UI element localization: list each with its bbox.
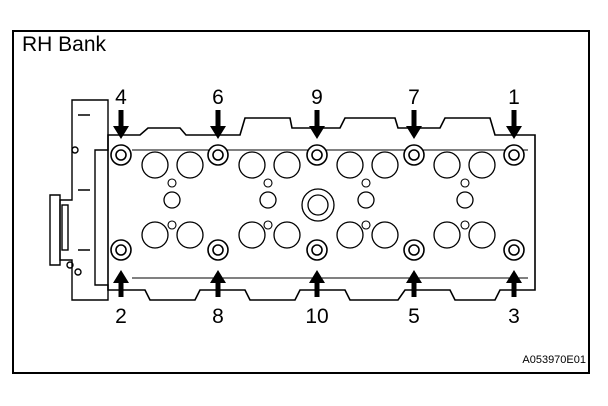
bolt-numbers-top: 4 6 9 7 1 [115,86,520,109]
head-body [107,117,536,301]
bolt-number: 4 [115,86,127,109]
bolt-number: 5 [408,305,420,328]
arrows-bottom [113,270,522,297]
bolt-number: 10 [305,305,328,328]
bolt-number: 7 [408,86,420,109]
figure-frame [12,30,590,374]
cam-cap-bolts [167,178,470,230]
combustion-chambers [141,151,496,249]
head-bolts-bottom [110,239,525,261]
head-end-bracket [49,99,109,301]
bolt-number: 8 [212,305,224,328]
bolt-number: 9 [311,86,323,109]
bolt-number: 6 [212,86,224,109]
bolt-number: 2 [115,305,127,328]
bolt-numbers-bottom: 2 8 10 5 3 [115,305,520,328]
bolt-number: 1 [508,86,520,109]
figure-title: RH Bank [22,33,107,56]
arrows-top [113,110,522,139]
figure-code: A053970E01 [522,354,586,366]
bolt-number: 3 [508,305,520,328]
head-bolts-top [110,144,525,166]
